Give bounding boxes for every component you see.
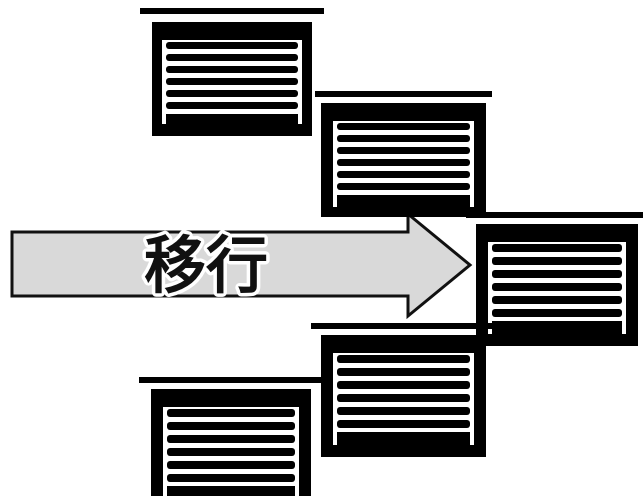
- garage-icon: [466, 212, 643, 346]
- migration-arrow: 移行: [10, 210, 473, 320]
- garage-icon: [311, 323, 495, 457]
- garage-icon: [139, 377, 321, 496]
- garage-icon: [140, 8, 324, 136]
- arrow-shape: [10, 210, 473, 320]
- arrow-label: 移行: [144, 229, 268, 302]
- garage-icon: [315, 91, 492, 217]
